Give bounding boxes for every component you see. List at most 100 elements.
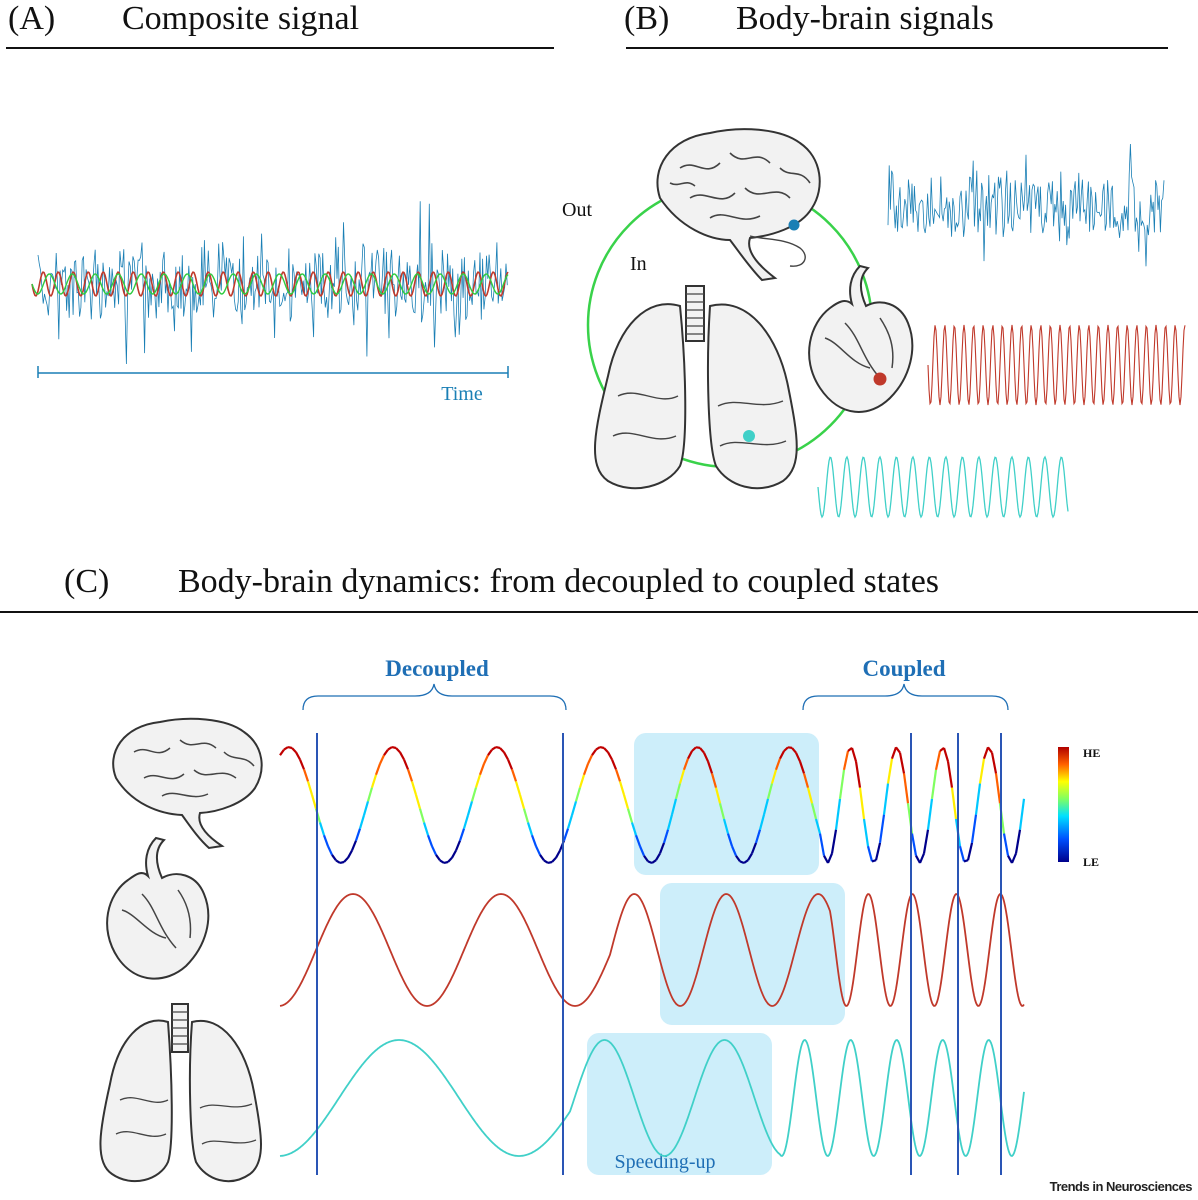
- brain-wave-segment: [994, 773, 1002, 804]
- brain-wave-segment: [535, 845, 541, 856]
- brain-wave-segment: [718, 803, 726, 820]
- brain-wave-segment: [478, 763, 486, 776]
- brain-wave-segment: [595, 746, 601, 751]
- brain-wave-segment: [283, 746, 289, 751]
- panel-a-title: Composite signal: [122, 0, 360, 37]
- brain-wave-segment: [754, 829, 762, 844]
- brain-wave-segment: [791, 747, 797, 754]
- trachea: [685, 285, 705, 342]
- brain-wave-segment: [339, 860, 345, 864]
- brain-wave-segment: [291, 747, 297, 753]
- brain-wave-segment: [695, 746, 701, 749]
- brain-wave-segment: [366, 787, 374, 802]
- brain-wave-segment: [871, 859, 877, 863]
- brain-wave-segment: [483, 754, 489, 765]
- brain-wave-segment: [543, 859, 549, 864]
- in-label: In: [630, 253, 647, 275]
- brain-wave-segment: [910, 833, 918, 856]
- brain-wave-segment: [866, 845, 874, 862]
- brain-wave-segment: [306, 781, 314, 796]
- brain-wave-segment: [795, 752, 801, 762]
- brain-wave-segment: [666, 814, 674, 830]
- brain-wave-segment: [895, 746, 901, 754]
- brain-wave-segment: [770, 769, 778, 784]
- brain-wave-segment: [687, 750, 693, 760]
- brain-wave-segment: [626, 808, 634, 823]
- brain-wave-segment: [582, 763, 590, 776]
- brain-wave-segment: [886, 758, 894, 784]
- composite-heart-component: [31, 271, 509, 297]
- brain-wave-c: [279, 746, 1026, 865]
- brain-wave-segment: [566, 814, 574, 829]
- brain-wave-segment: [439, 859, 445, 864]
- brain-wave-segment: [743, 859, 749, 864]
- brain-wave-segment: [607, 751, 613, 761]
- brain-wave-segment: [347, 849, 353, 859]
- brain-wave-segment: [383, 748, 389, 756]
- brain-wave-segment: [658, 842, 666, 854]
- heart-marker-dot: [873, 372, 887, 386]
- panel-b-rule: [626, 47, 1168, 49]
- brain-wave-segment: [495, 746, 501, 750]
- brain-wave-segment: [758, 814, 766, 830]
- lungs-signal-trace: [817, 455, 1069, 519]
- brain-wave-segment: [591, 748, 597, 756]
- brain-wave-segment: [750, 842, 758, 854]
- brain-wave-segment: [610, 759, 618, 770]
- brain-wave-segment: [454, 840, 462, 851]
- panel-a-letter: (A): [8, 0, 56, 37]
- brain-icon: [112, 717, 263, 850]
- brain-wave-segment: [691, 746, 697, 752]
- brain-wave-segment: [798, 761, 806, 774]
- brain-wave-segment: [526, 822, 534, 836]
- brain-wave-segment: [726, 833, 734, 847]
- brain-wave-segment: [806, 787, 814, 804]
- brain-wave-segment: [699, 747, 705, 754]
- brain-wave-segment: [826, 852, 834, 864]
- brain-wave-segment: [630, 822, 638, 836]
- brain-wave-segment: [470, 787, 478, 802]
- brain-wave-segment: [634, 834, 642, 847]
- brain-wave-segment: [603, 747, 609, 753]
- brain-wave-segment: [599, 746, 605, 750]
- brain-wave-segment: [783, 746, 789, 752]
- panel-a-rule: [6, 47, 554, 49]
- brain-wave-segment: [335, 859, 341, 864]
- heart-speedup-highlight: [660, 883, 845, 1025]
- brain-wave-segment: [506, 759, 514, 770]
- brain-wave-segment: [435, 854, 441, 862]
- time-label: Time: [441, 383, 483, 405]
- brain-wave-segment: [982, 746, 990, 759]
- out-label: Out: [562, 199, 592, 221]
- brain-wave-segment: [766, 783, 774, 800]
- brain-wave-segment: [410, 781, 418, 796]
- brain-wave-segment: [647, 860, 653, 865]
- brain-wave-segment: [614, 769, 622, 782]
- brain-signal-line: [887, 143, 1165, 267]
- composite-signal: [31, 201, 509, 365]
- brain-wave-segment: [842, 750, 850, 771]
- brain-wave-segment: [1002, 833, 1010, 856]
- brain-wave-segment: [942, 747, 950, 762]
- brain-wave-segment: [510, 769, 518, 782]
- brain-wave-segment: [387, 746, 393, 751]
- brain-wave-segment: [358, 814, 366, 829]
- brain-wave-segment: [354, 828, 362, 841]
- brain-wave-segment: [518, 794, 526, 810]
- brain-signal-trace: [887, 143, 1165, 267]
- brain-wave-segment: [343, 857, 349, 863]
- brain-wave-segment: [890, 746, 898, 759]
- brain-wave-segment: [1010, 852, 1018, 864]
- brain-wave-segment: [922, 829, 930, 854]
- brain-wave-segment: [287, 746, 293, 750]
- brain-wave-segment: [970, 814, 978, 844]
- brain-wave-segment: [762, 798, 770, 815]
- colorbar-high-label: HE: [1083, 746, 1100, 760]
- brain-wave-segment: [422, 822, 430, 836]
- brain-wave-segment: [779, 750, 785, 760]
- lungs-icon: [99, 1003, 262, 1183]
- brain-wave-segment: [966, 842, 974, 861]
- brain-wave-segment: [682, 758, 690, 771]
- brain-wave-segment: [474, 774, 482, 788]
- brain-wave-segment: [1014, 829, 1022, 854]
